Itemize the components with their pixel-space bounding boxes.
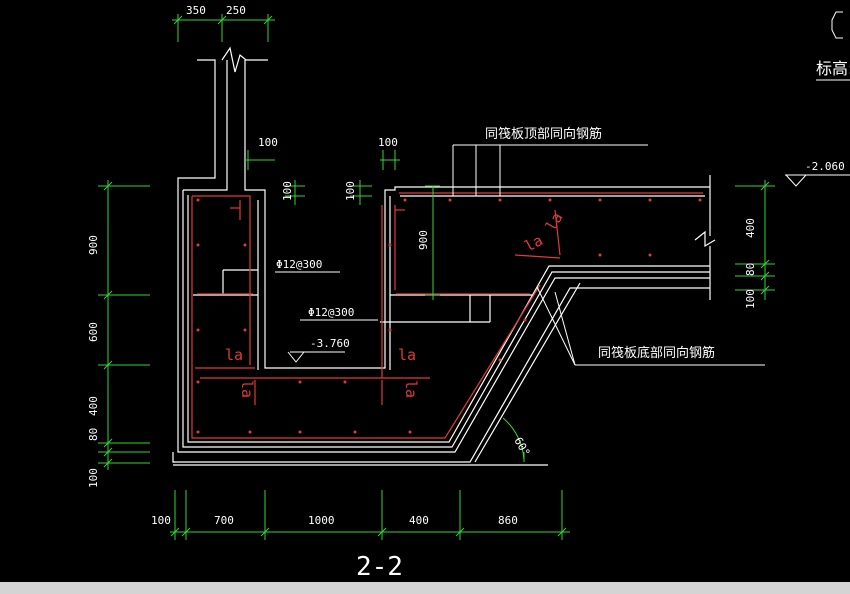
- la-label-6: la: [542, 209, 567, 234]
- dimension-lines: [98, 14, 775, 540]
- la-label-5: la: [521, 231, 545, 255]
- right-dim-100: 100: [744, 289, 757, 309]
- dim-100-top-a: 100: [258, 136, 278, 149]
- top-dim-250: 250: [226, 4, 246, 17]
- angle-label: 60°: [511, 435, 532, 459]
- cad-canvas[interactable]: 350 250 标高: -2.060 同筏板顶部同向钢筋 同筏板底部同向钢筋 Φ…: [0, 0, 850, 582]
- callout-top: 同筏板顶部同向钢筋: [485, 126, 602, 142]
- inner-elevation: -3.760: [310, 337, 350, 350]
- concrete-outline: [172, 46, 716, 466]
- la-label-4: la: [402, 380, 420, 398]
- bottom-dim-700: 700: [214, 514, 234, 527]
- left-dim-600: 600: [87, 322, 100, 342]
- rebar-lines: [191, 192, 703, 439]
- left-dim-100: 100: [87, 468, 100, 488]
- rebar-label-2: Φ12@300: [308, 306, 354, 319]
- top-dim-350: 350: [186, 4, 206, 17]
- bottom-dim-1000: 1000: [308, 514, 335, 527]
- left-dim-400: 400: [87, 396, 100, 416]
- window-bottom-strip: [0, 582, 850, 594]
- dim-100-side-a: 100: [281, 181, 294, 201]
- elevation-label: 标高:: [816, 59, 850, 78]
- la-label-2: la: [238, 380, 256, 398]
- left-dim-80: 80: [87, 428, 100, 441]
- callout-bottom: 同筏板底部同向钢筋: [598, 345, 715, 361]
- section-drawing: 350 250 标高: -2.060 同筏板顶部同向钢筋 同筏板底部同向钢筋 Φ…: [87, 4, 850, 582]
- bottom-dim-860: 860: [498, 514, 518, 527]
- right-dim-80: 80: [744, 263, 757, 276]
- rebar-dots: [196, 198, 702, 434]
- top-right-elevation: -2.060: [805, 160, 845, 173]
- bottom-dim-100: 100: [151, 514, 171, 527]
- rebar-label-1: Φ12@300: [276, 258, 322, 271]
- leaders: [275, 11, 850, 366]
- la-label-1: la: [225, 346, 243, 364]
- section-title: 2-2: [356, 552, 403, 582]
- right-dim-400: 400: [744, 218, 757, 238]
- dim-900-inner: 900: [417, 230, 430, 250]
- la-label-3: la: [398, 346, 416, 364]
- left-dim-900: 900: [87, 235, 100, 255]
- dim-100-top-b: 100: [378, 136, 398, 149]
- dim-100-side-b: 100: [344, 181, 357, 201]
- bottom-dim-400: 400: [409, 514, 429, 527]
